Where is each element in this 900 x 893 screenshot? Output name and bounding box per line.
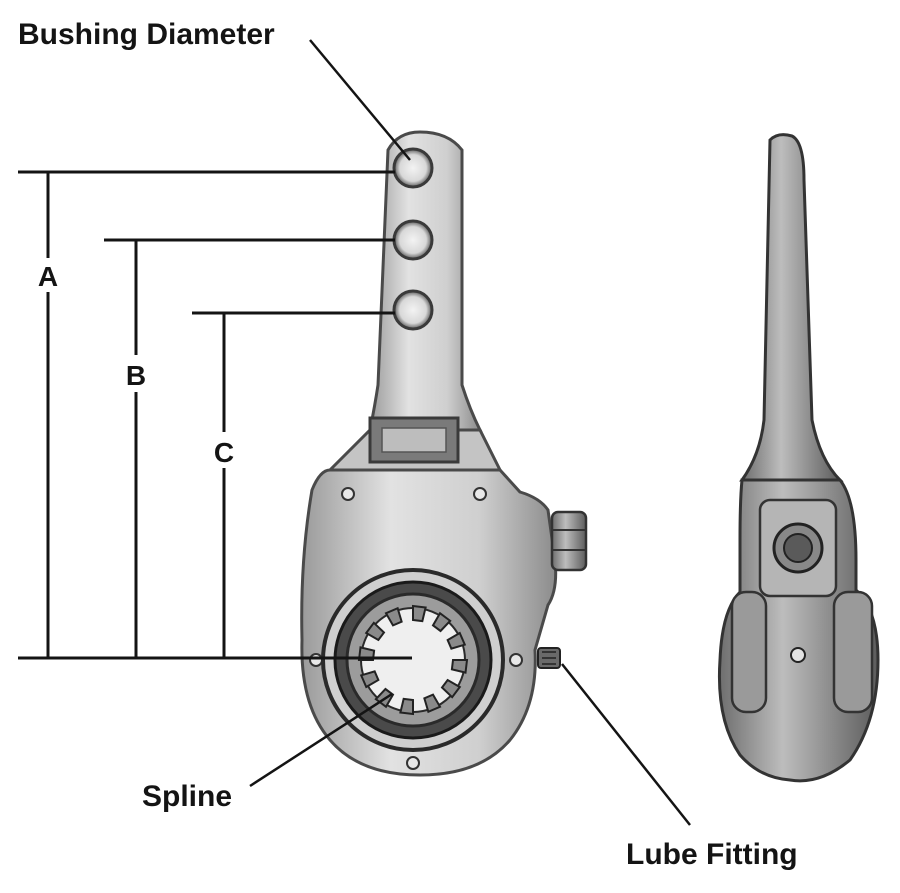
rivet xyxy=(406,756,420,770)
side-arm xyxy=(739,133,844,482)
dimension-lines xyxy=(18,170,412,660)
slack-adjuster-side-view xyxy=(717,133,880,783)
bushing-hole-3 xyxy=(392,289,434,331)
spline-leader xyxy=(249,692,393,788)
lube-fitting xyxy=(537,647,561,669)
dimension-c-label: C xyxy=(214,437,234,468)
spline-label: Spline xyxy=(142,780,232,813)
adjusting-nut xyxy=(550,510,588,572)
slack-adjuster-front-view xyxy=(300,130,588,777)
spline-tooth xyxy=(446,631,467,650)
rivet xyxy=(473,487,487,501)
dimension-b-label: B xyxy=(126,360,146,391)
rivet xyxy=(309,653,323,667)
lube-fitting-label: Lube Fitting xyxy=(626,838,798,871)
bushing-hole-2 xyxy=(392,219,434,261)
spline-tooth xyxy=(440,678,462,699)
adjuster-arm xyxy=(368,130,483,432)
rivet xyxy=(341,487,355,501)
spline-tooth xyxy=(399,697,414,716)
spline-tooth xyxy=(450,659,469,674)
bushing-hole-1 xyxy=(392,147,434,189)
spline-tooth xyxy=(423,693,442,714)
spline-tooth xyxy=(359,670,380,689)
bushing-diameter-leader xyxy=(309,39,411,161)
spline-tooth xyxy=(384,606,403,627)
callout-leaders xyxy=(249,39,691,826)
spline-tooth xyxy=(364,621,386,642)
lube-fitting-leader xyxy=(561,663,691,826)
spline-tooth xyxy=(431,611,452,633)
rivet xyxy=(509,653,523,667)
spline-tooth xyxy=(412,604,427,623)
spline-bore xyxy=(321,568,505,752)
dimension-a-label: A xyxy=(38,261,58,292)
bushing-diameter-label: Bushing Diameter xyxy=(18,18,275,51)
